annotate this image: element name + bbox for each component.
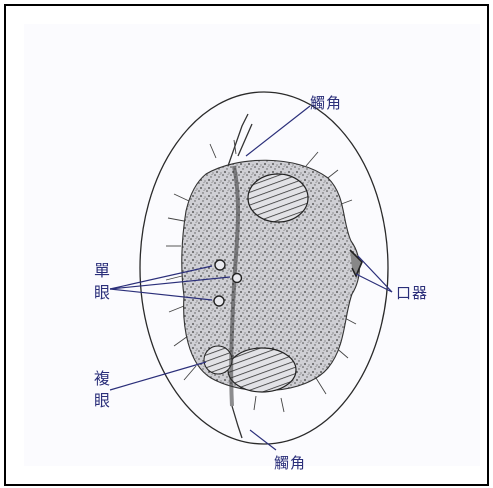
antenna-top-shape xyxy=(228,114,252,166)
label-simple-eye: 單眼 xyxy=(88,262,112,306)
insect-head-sketch xyxy=(6,6,487,484)
label-mouthparts: 口器 xyxy=(396,282,428,303)
compound-eye-upper xyxy=(248,174,308,222)
label-compound-eye: 複眼 xyxy=(88,370,112,414)
label-antenna-bottom: 觸角 xyxy=(274,452,306,473)
compound-eye-lower xyxy=(228,348,296,392)
compound-eye-left xyxy=(204,346,232,374)
antenna-bottom-shape xyxy=(232,406,242,438)
image-frame: 觸角 單眼 複眼 口器 觸角 xyxy=(4,4,489,486)
label-antenna-top: 觸角 xyxy=(310,92,342,113)
